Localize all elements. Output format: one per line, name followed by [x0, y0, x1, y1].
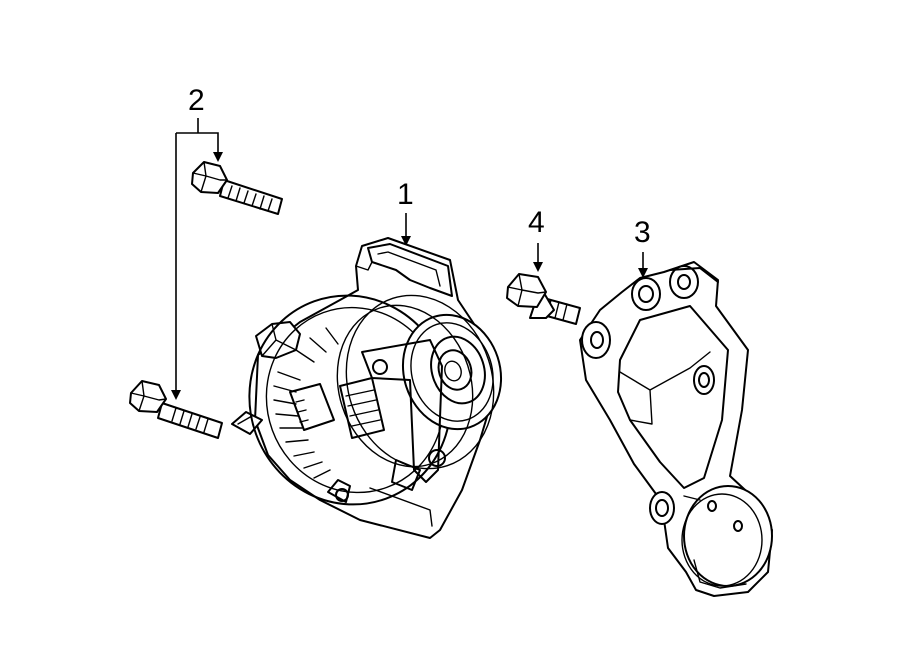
arrow-3 — [638, 268, 648, 278]
callout-1: 1 — [397, 178, 414, 211]
arrow-2-lower — [171, 390, 181, 400]
leader-2-upper — [176, 132, 219, 152]
arrow-1 — [401, 236, 411, 246]
mounting-bracket — [579, 261, 773, 597]
alternator — [231, 237, 503, 539]
callout-4: 4 — [528, 206, 545, 239]
bolt-lower — [129, 380, 223, 439]
arrow-2-upper — [213, 152, 223, 162]
leader-lines — [171, 118, 648, 400]
callout-2: 2 — [188, 84, 205, 117]
bolt-upper — [191, 161, 283, 215]
bolt-part-4 — [506, 273, 581, 325]
callout-3: 3 — [634, 216, 651, 249]
arrow-4 — [533, 262, 543, 272]
